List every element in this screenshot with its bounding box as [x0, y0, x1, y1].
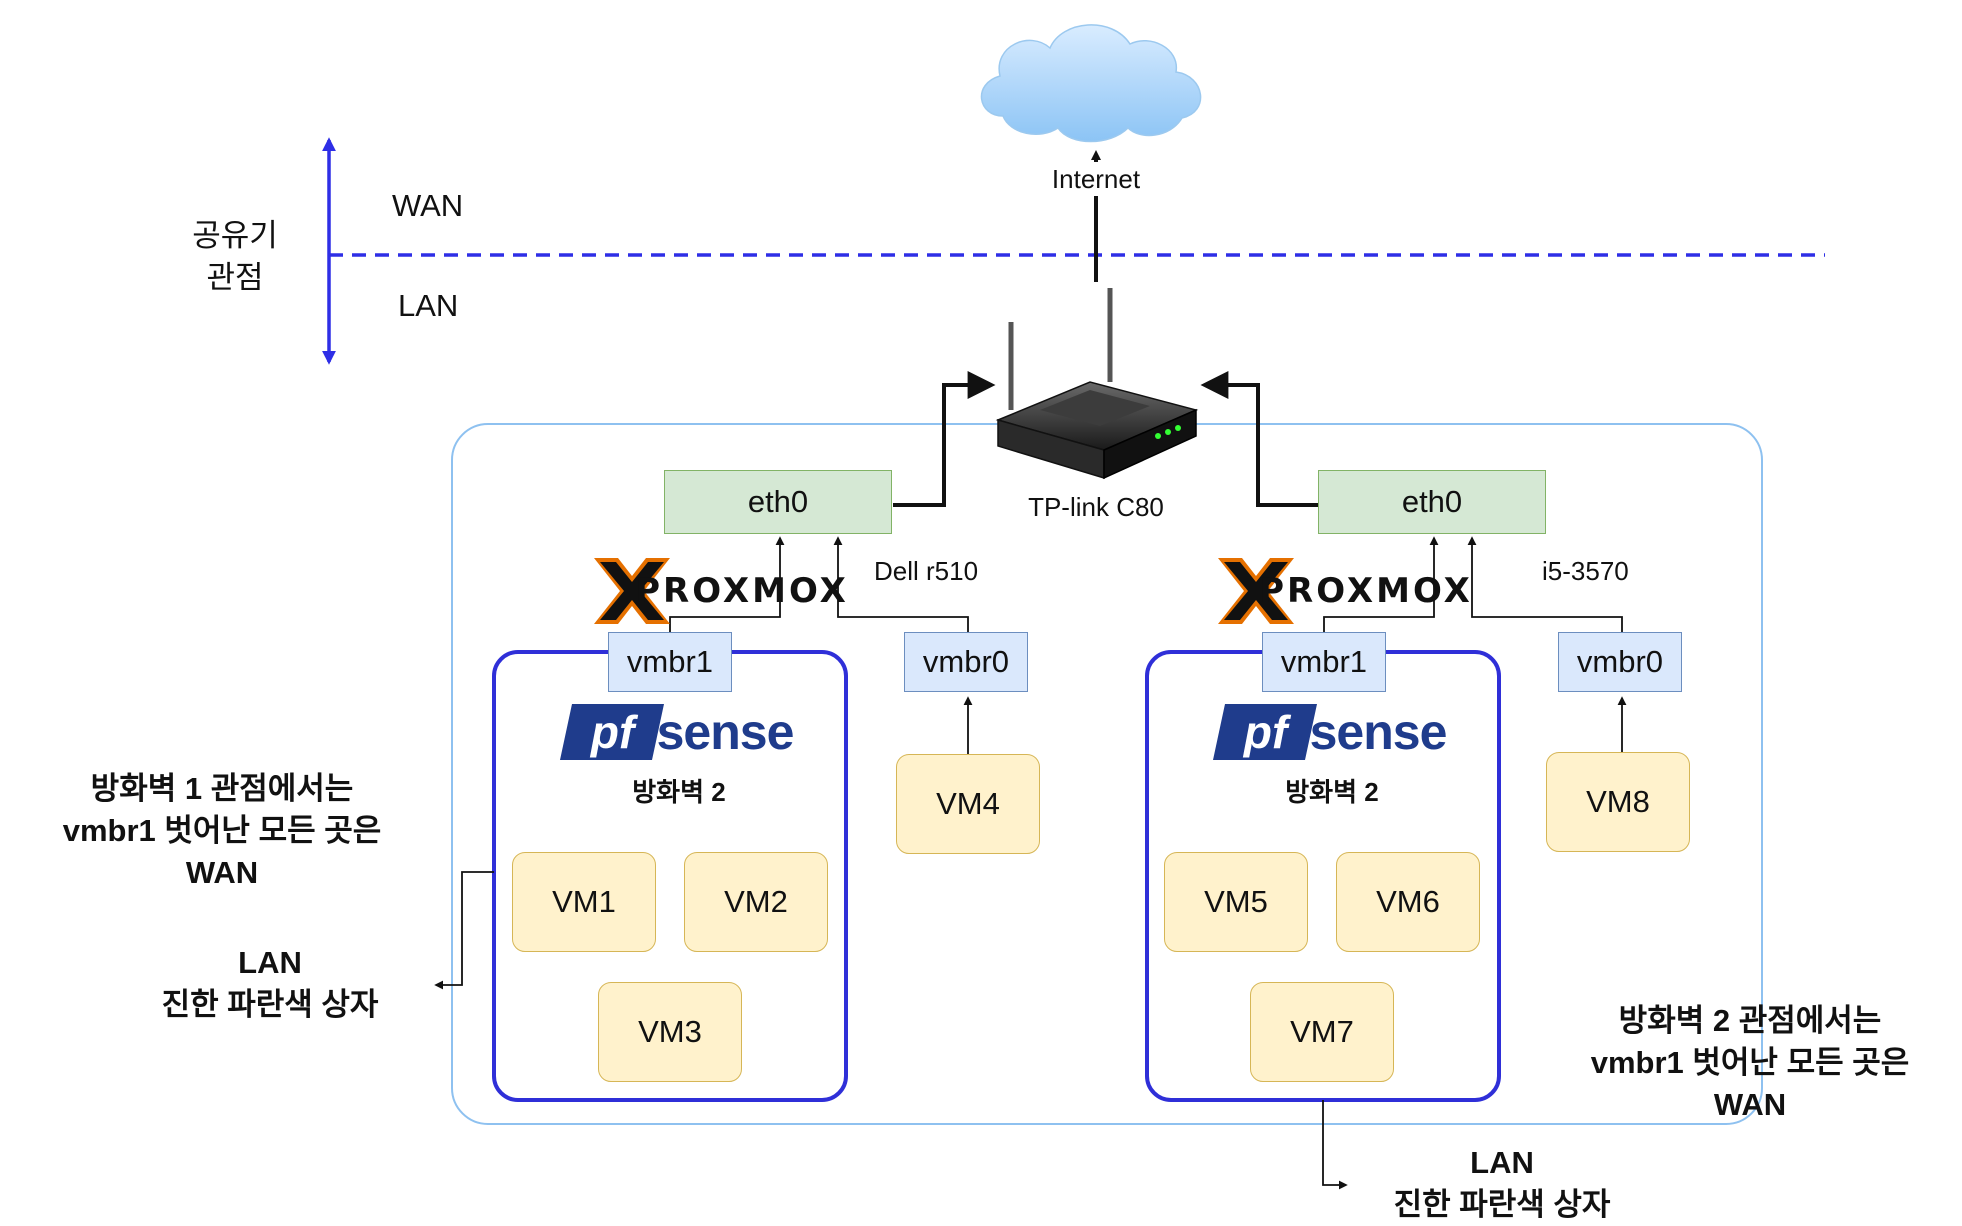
- lan-note-2: LAN 진한 파란색 상자: [1352, 1142, 1652, 1226]
- left-vmbr0-box: vmbr0: [904, 632, 1028, 692]
- perspective-label-line1: 공유기: [192, 218, 278, 253]
- lan-note-1-line2: 진한 파란색 상자: [161, 987, 379, 1022]
- left-eth-uplink: [893, 371, 996, 507]
- right-pfsense-prefix: pf: [1243, 706, 1288, 758]
- lan-note-2-connector: [1322, 1100, 1348, 1190]
- pfsense-logo-icon-left: [560, 704, 664, 760]
- firewall-2-note-line2: vmbr1 벗어난 모든 곳은: [1590, 1045, 1910, 1080]
- firewall-1-note-line1: 방화벽 1 관점에서는: [90, 771, 354, 806]
- vm3-box: VM3: [598, 982, 742, 1082]
- cloud-icon: [980, 24, 1202, 143]
- left-firewall-name: 방화벽 2: [632, 776, 726, 807]
- right-firewall-name: 방화벽 2: [1285, 776, 1379, 807]
- router-label: TP-link C80: [1028, 491, 1164, 522]
- lan-note-1-connector: [434, 871, 494, 990]
- vm7-box: VM7: [1250, 982, 1394, 1082]
- right-host-name: i5-3570: [1542, 556, 1629, 586]
- internet-label: Internet: [1026, 162, 1166, 196]
- firewall-1-note-line2: vmbr1 벗어난 모든 곳은: [62, 813, 382, 848]
- left-proxmox-brand: PROXMOX: [635, 571, 849, 611]
- proxmox-x-icon-right: [1218, 558, 1294, 624]
- right-eth0-box: eth0: [1318, 470, 1546, 534]
- firewall-1-note: 방화벽 1 관점에서는 vmbr1 벗어난 모든 곳은 WAN: [12, 768, 432, 894]
- left-vmbr1-box: vmbr1: [608, 632, 732, 692]
- vm6-box: VM6: [1336, 852, 1480, 952]
- firewall-2-note-line3: WAN: [1713, 1087, 1787, 1122]
- right-pfsense-suffix: sense: [1309, 704, 1448, 760]
- lan-note-1: LAN 진한 파란색 상자: [120, 942, 420, 1026]
- wan-label: WAN: [392, 188, 464, 223]
- vm4-box: VM4: [896, 754, 1040, 854]
- right-vmbr1-box: vmbr1: [1262, 632, 1386, 692]
- firewall-2-note: 방화벽 2 관점에서는 vmbr1 벗어난 모든 곳은 WAN: [1540, 1000, 1960, 1126]
- right-eth-uplink: [1200, 371, 1319, 507]
- lan-note-1-line1: LAN: [238, 945, 302, 980]
- perspective-label-line2: 관점: [206, 260, 264, 295]
- vm5-box: VM5: [1164, 852, 1308, 952]
- vm1-box: VM1: [512, 852, 656, 952]
- left-pfsense-prefix: pf: [590, 706, 635, 758]
- perspective-label: 공유기 관점: [170, 212, 300, 302]
- firewall-1-note-line3: WAN: [185, 855, 259, 890]
- lan-note-2-line2: 진한 파란색 상자: [1393, 1187, 1611, 1222]
- left-pfsense-wordmark: pf sense: [566, 700, 796, 764]
- firewall-2-note-line1: 방화벽 2 관점에서는: [1618, 1003, 1882, 1038]
- left-host-name: Dell r510: [874, 556, 979, 586]
- vm2-box: VM2: [684, 852, 828, 952]
- lan-note-2-line1: LAN: [1470, 1145, 1534, 1180]
- proxmox-x-icon-left: [594, 558, 670, 624]
- left-pfsense-suffix: sense: [656, 704, 795, 760]
- right-pfsense-wordmark: pf sense: [1219, 700, 1449, 764]
- right-vmbr0-box: vmbr0: [1558, 632, 1682, 692]
- pfsense-logo-icon-right: [1213, 704, 1317, 760]
- right-proxmox-brand: PROXMOX: [1259, 571, 1473, 611]
- left-eth0-box: eth0: [664, 470, 892, 534]
- lan-label: LAN: [398, 288, 459, 323]
- router-icon: [995, 288, 1199, 480]
- vm8-box: VM8: [1546, 752, 1690, 852]
